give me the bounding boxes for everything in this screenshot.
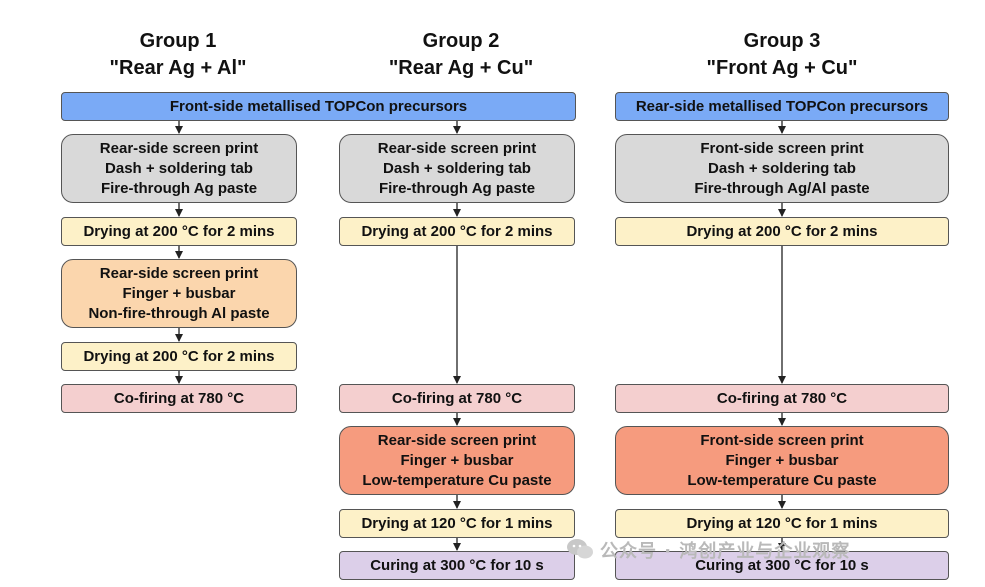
g3-dry1-box: Drying at 200 °C for 2 mins xyxy=(615,217,949,246)
g1-print2-line3: Non-fire-through Al paste xyxy=(88,304,270,322)
front-precursor-box: Front-side metallised TOPCon precursors xyxy=(61,92,576,121)
g2-print1-box: Rear-side screen print Dash + soldering … xyxy=(339,134,575,203)
g1-dry1-box: Drying at 200 °C for 2 mins xyxy=(61,217,297,246)
g3-print1-line3: Fire-through Ag/Al paste xyxy=(694,179,870,197)
g2-print2-line2: Finger + busbar xyxy=(400,451,514,469)
group-3-header: Group 3 "Front Ag + Cu" xyxy=(672,28,892,82)
g2-fire-box: Co-firing at 780 °C xyxy=(339,384,575,413)
group-3-title: Group 3 xyxy=(743,30,821,52)
g3-print2-line1: Front-side screen print xyxy=(700,431,864,449)
g2-print2-line3: Low-temperature Cu paste xyxy=(362,471,552,489)
group-1-subtitle: "Rear Ag + Al" xyxy=(109,57,247,79)
g1-print2-box: Rear-side screen print Finger + busbar N… xyxy=(61,259,297,328)
g1-print1-box: Rear-side screen print Dash + soldering … xyxy=(61,134,297,203)
g2-dry2-box: Drying at 120 °C for 1 mins xyxy=(339,509,575,538)
g1-print2-line1: Rear-side screen print xyxy=(99,264,259,282)
g3-print1-line1: Front-side screen print xyxy=(700,139,864,157)
g1-print2-line2: Finger + busbar xyxy=(122,284,236,302)
g1-print1-line2: Dash + soldering tab xyxy=(105,159,253,177)
g3-fire-label: Co-firing at 780 °C xyxy=(716,389,848,407)
rear-precursor-box: Rear-side metallised TOPCon precursors xyxy=(615,92,949,121)
wechat-icon xyxy=(567,539,593,559)
watermark-text: 公众号 · 鸿创产业与企业观察 xyxy=(600,541,851,562)
rear-precursor-label: Rear-side metallised TOPCon precursors xyxy=(635,97,929,115)
g3-dry2-label: Drying at 120 °C for 1 mins xyxy=(686,514,878,532)
group-1-header: Group 1 "Rear Ag + Al" xyxy=(78,28,278,82)
g2-cure-box: Curing at 300 °C for 10 s xyxy=(339,551,575,580)
g3-print2-line3: Low-temperature Cu paste xyxy=(687,471,877,489)
group-1-title: Group 1 xyxy=(139,30,217,52)
g2-print2-box: Rear-side screen print Finger + busbar L… xyxy=(339,426,575,495)
g1-dry2-box: Drying at 200 °C for 2 mins xyxy=(61,342,297,371)
group-2-header: Group 2 "Rear Ag + Cu" xyxy=(356,28,566,82)
group-2-title: Group 2 xyxy=(422,30,500,52)
g3-fire-box: Co-firing at 780 °C xyxy=(615,384,949,413)
g2-print2-line1: Rear-side screen print xyxy=(377,431,537,449)
g1-fire-label: Co-firing at 780 °C xyxy=(113,389,245,407)
g2-dry1-label: Drying at 200 °C for 2 mins xyxy=(361,222,553,240)
g3-cure-box: Curing at 300 °C for 10 s xyxy=(615,551,949,580)
group-2-subtitle: "Rear Ag + Cu" xyxy=(388,57,534,79)
g3-cure-label: Curing at 300 °C for 10 s xyxy=(695,556,869,574)
g1-dry2-label: Drying at 200 °C for 2 mins xyxy=(83,347,275,365)
g3-print2-box: Front-side screen print Finger + busbar … xyxy=(615,426,949,495)
g2-cure-label: Curing at 300 °C for 10 s xyxy=(370,556,544,574)
g2-dry1-box: Drying at 200 °C for 2 mins xyxy=(339,217,575,246)
g3-print1-box: Front-side screen print Dash + soldering… xyxy=(615,134,949,203)
g2-print1-line2: Dash + soldering tab xyxy=(383,159,531,177)
g3-dry1-label: Drying at 200 °C for 2 mins xyxy=(686,222,878,240)
g1-print1-line3: Fire-through Ag paste xyxy=(100,179,258,197)
g1-print1-line1: Rear-side screen print xyxy=(99,139,259,157)
g1-dry1-label: Drying at 200 °C for 2 mins xyxy=(83,222,275,240)
g3-print2-line2: Finger + busbar xyxy=(725,451,839,469)
g2-print1-line1: Rear-side screen print xyxy=(377,139,537,157)
g3-dry2-box: Drying at 120 °C for 1 mins xyxy=(615,509,949,538)
front-precursor-label: Front-side metallised TOPCon precursors xyxy=(169,97,468,115)
g1-fire-box: Co-firing at 780 °C xyxy=(61,384,297,413)
g2-print1-line3: Fire-through Ag paste xyxy=(378,179,536,197)
group-3-subtitle: "Front Ag + Cu" xyxy=(706,57,858,79)
g2-fire-label: Co-firing at 780 °C xyxy=(391,389,523,407)
g3-print1-line2: Dash + soldering tab xyxy=(708,159,856,177)
g2-dry2-label: Drying at 120 °C for 1 mins xyxy=(361,514,553,532)
